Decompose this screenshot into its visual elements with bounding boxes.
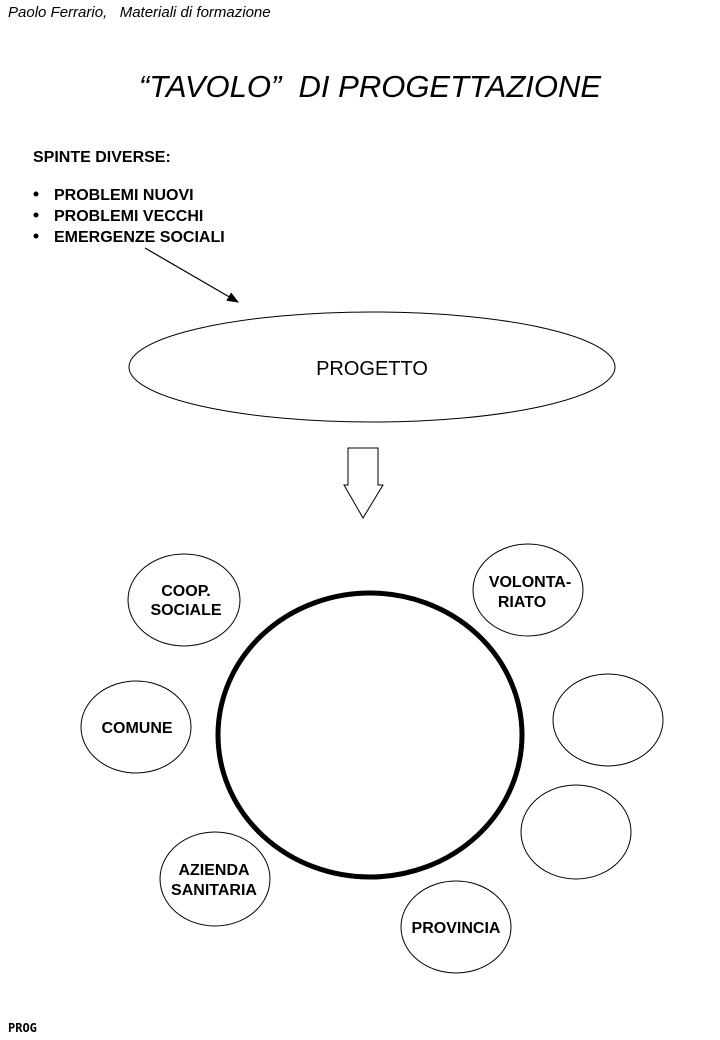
spinte-heading: SPINTE DIVERSE:: [33, 149, 171, 166]
progetto-ellipse: [128, 311, 616, 423]
actor-azienda-sanitaria: AZIENDA SANITARIA: [159, 831, 271, 927]
arrow-to-progetto: [144, 247, 240, 303]
spinte-list: PROBLEMI NUOVI PROBLEMI VECCHI EMERGENZE…: [33, 187, 225, 246]
actor-coop-sociale: COOP. SOCIALE: [127, 553, 241, 647]
list-item: PROBLEMI NUOVI: [54, 187, 194, 204]
list-item: PROBLEMI VECCHI: [54, 208, 203, 225]
list-item: EMERGENZE SOCIALI: [54, 229, 225, 246]
svg-text:COOP.: COOP.: [161, 583, 211, 600]
svg-text:COMUNE: COMUNE: [101, 720, 172, 737]
svg-text:PROVINCIA: PROVINCIA: [412, 920, 501, 937]
actor-empty-1: [552, 673, 664, 767]
header-text: Paolo Ferrario, Materiali di formazione: [8, 4, 271, 21]
down-arrow-icon: [343, 447, 384, 519]
page-title: “TAVOLO” DI PROGETTAZIONE: [139, 69, 601, 104]
svg-text:SANITARIA: SANITARIA: [171, 882, 257, 899]
bullet-icon: [33, 212, 39, 218]
progetto-label: PROGETTO: [316, 358, 428, 380]
actor-provincia: PROVINCIA: [400, 880, 512, 974]
svg-text:SOCIALE: SOCIALE: [150, 602, 221, 619]
actor-empty-2: [520, 784, 632, 880]
table-circle: [215, 590, 525, 880]
svg-text:AZIENDA: AZIENDA: [178, 862, 250, 879]
svg-text:VOLONTA-: VOLONTA-: [489, 574, 571, 591]
footer-code: PROG: [8, 1021, 37, 1035]
svg-text:RIATO: RIATO: [498, 594, 546, 611]
actor-comune: COMUNE: [80, 680, 192, 774]
bullet-icon: [33, 191, 39, 197]
actor-volontariato: VOLONTA- RIATO: [472, 543, 584, 637]
bullet-icon: [33, 233, 39, 239]
